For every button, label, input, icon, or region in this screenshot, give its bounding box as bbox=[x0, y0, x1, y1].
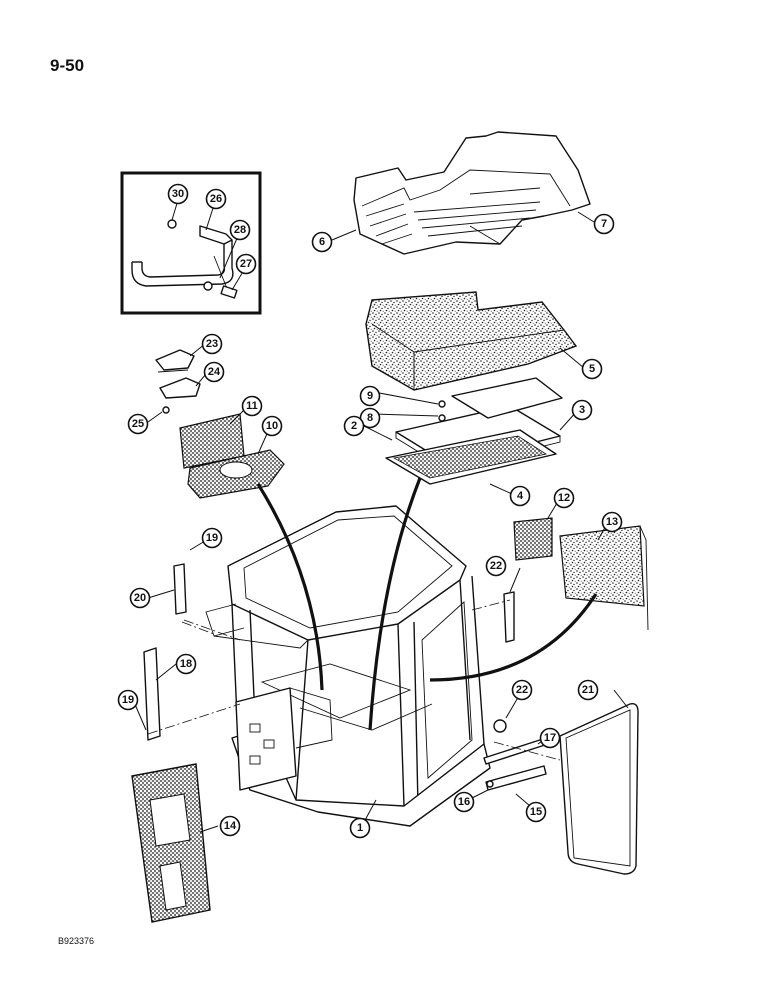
callout-number: 27 bbox=[240, 258, 252, 270]
callout-number: 24 bbox=[208, 366, 221, 378]
callout-23: 22 bbox=[485, 555, 507, 577]
callout-number: 11 bbox=[246, 400, 258, 412]
callout-number: 3 bbox=[579, 404, 585, 416]
callout-14: 14 bbox=[219, 815, 241, 837]
callout-28: 27 bbox=[235, 253, 257, 275]
callout-number: 20 bbox=[134, 592, 146, 604]
callout-number: 10 bbox=[266, 420, 278, 432]
page-number: 9-50 bbox=[50, 56, 85, 75]
floor-mat bbox=[353, 131, 591, 255]
callout-number: 19 bbox=[122, 694, 134, 706]
callout-20: 20 bbox=[129, 587, 151, 609]
callout-1: 1 bbox=[349, 817, 371, 839]
callout-7: 7 bbox=[593, 213, 615, 235]
callout-number: 26 bbox=[210, 193, 222, 205]
callout-2: 2 bbox=[343, 415, 365, 437]
side-trim bbox=[503, 591, 515, 643]
cab-frame bbox=[205, 505, 491, 827]
callout-24: 23 bbox=[201, 333, 223, 355]
callout-number: 22 bbox=[516, 684, 528, 696]
callout-16: 16 bbox=[453, 791, 475, 813]
callout-number: 12 bbox=[558, 492, 570, 504]
front-floor-mat bbox=[131, 763, 211, 923]
callout-3: 3 bbox=[571, 399, 593, 421]
callout-4: 4 bbox=[509, 485, 531, 507]
trim-strip bbox=[143, 647, 241, 741]
side-window bbox=[559, 702, 639, 875]
callout-number: 22 bbox=[490, 560, 502, 572]
callout-21: 21 bbox=[577, 679, 599, 701]
callout-number: 16 bbox=[458, 796, 470, 808]
callout-19-lower: 19 bbox=[117, 689, 139, 711]
callout-number: 30 bbox=[172, 188, 184, 200]
callout-10: 10 bbox=[261, 415, 283, 437]
callout-number: 9 bbox=[367, 390, 373, 402]
upper-trim bbox=[173, 563, 215, 635]
callout-25: 24 bbox=[203, 361, 225, 383]
callout-number: 25 bbox=[132, 418, 144, 430]
callout-number: 18 bbox=[180, 658, 192, 670]
callout-13: 13 bbox=[601, 511, 623, 533]
callout-18: 18 bbox=[175, 653, 197, 675]
floor-plate-assembly bbox=[385, 377, 563, 485]
callout-number: 1 bbox=[357, 822, 363, 834]
callout-number: 19 bbox=[206, 532, 218, 544]
callout-19-upper: 19 bbox=[201, 527, 223, 549]
callout-11: 11 bbox=[241, 395, 263, 417]
callout-15: 15 bbox=[525, 801, 547, 823]
callout-number: 23 bbox=[206, 338, 218, 350]
callout-number: 2 bbox=[351, 420, 357, 432]
callout-8: 8 bbox=[359, 407, 381, 429]
assembly-reference-lines bbox=[183, 477, 598, 761]
callout-number: 4 bbox=[517, 490, 524, 502]
document-code: B923376 bbox=[58, 936, 95, 946]
callout-number: 7 bbox=[601, 218, 607, 230]
callout-22: 22 bbox=[511, 679, 533, 701]
callout-number: 15 bbox=[530, 806, 542, 818]
callout-29: 28 bbox=[229, 219, 251, 241]
callout-26: 25 bbox=[127, 413, 149, 435]
callout-27: 26 bbox=[205, 188, 227, 210]
callout-30: 30 bbox=[167, 183, 189, 205]
callout-number: 17 bbox=[544, 732, 556, 744]
callout-number: 13 bbox=[606, 516, 618, 528]
callout-number: 14 bbox=[224, 820, 237, 832]
callout-number: 21 bbox=[582, 684, 594, 696]
callout-17: 17 bbox=[539, 727, 561, 749]
callout-9: 9 bbox=[359, 385, 381, 407]
floor-insulation bbox=[365, 291, 578, 391]
callout-number: 8 bbox=[367, 412, 373, 424]
callout-number: 6 bbox=[319, 236, 325, 248]
door-hardware bbox=[483, 719, 549, 791]
callout-5: 5 bbox=[581, 358, 603, 380]
callout-number: 28 bbox=[234, 224, 246, 236]
callout-number: 5 bbox=[589, 363, 595, 375]
callout-12: 12 bbox=[553, 487, 575, 509]
inset-handle-assembly bbox=[120, 171, 262, 315]
callout-6: 6 bbox=[311, 231, 333, 253]
